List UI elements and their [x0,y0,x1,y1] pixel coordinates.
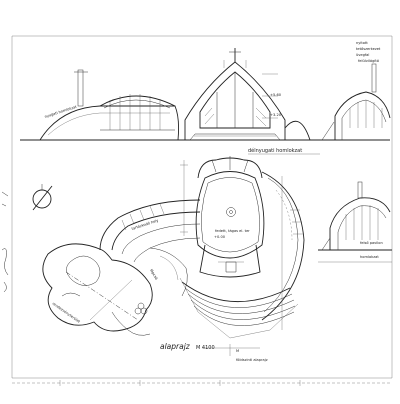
outer-ring [261,171,305,321]
plan-scale-value: M 4100 [196,345,215,351]
lobe-axis-line [65,271,139,321]
svg-text:+0.00: +0.00 [214,235,226,239]
trefoil-symbol [134,302,148,315]
svg-text:+3.20: +3.20 [270,113,282,117]
bottom-tick-marks [59,380,301,386]
room-center-label: fedett, tágas el. ter [215,229,250,233]
right-note-1: felső pavilon [360,241,383,245]
central-column [226,207,236,217]
right-note-2: homlokzat [360,255,379,259]
lower-room [199,244,261,278]
vent-stack-left [77,69,84,107]
svg-text:+5.60: +5.60 [270,93,282,97]
central-room [195,171,265,259]
svg-text:nyitott: nyitott [356,41,368,45]
north-arrow [32,184,53,211]
right-lower-section: felső pavilon homlokzat [318,181,392,263]
margin-scribble [1,248,9,293]
top-right-section: nyitott tetőszerkezet üvegfal felülvilág… [320,41,391,141]
bottom-caption: földszinti alaprajz [236,358,268,362]
svg-text:felülvilágító: felülvilágító [358,59,379,63]
lobed-space [42,243,153,332]
svg-text:üvegfal: üvegfal [356,53,369,57]
svg-text:lépcső: lépcső [149,269,158,281]
plan-scale-label: alaprajz [160,342,191,351]
curved-corridor [99,199,201,251]
svg-text:M: M [236,349,239,353]
svg-text:tetőszerkezet: tetőszerkezet [356,47,381,51]
amphitheater-steps [179,277,299,339]
section-label: délnyugati homlokzat [248,147,302,154]
